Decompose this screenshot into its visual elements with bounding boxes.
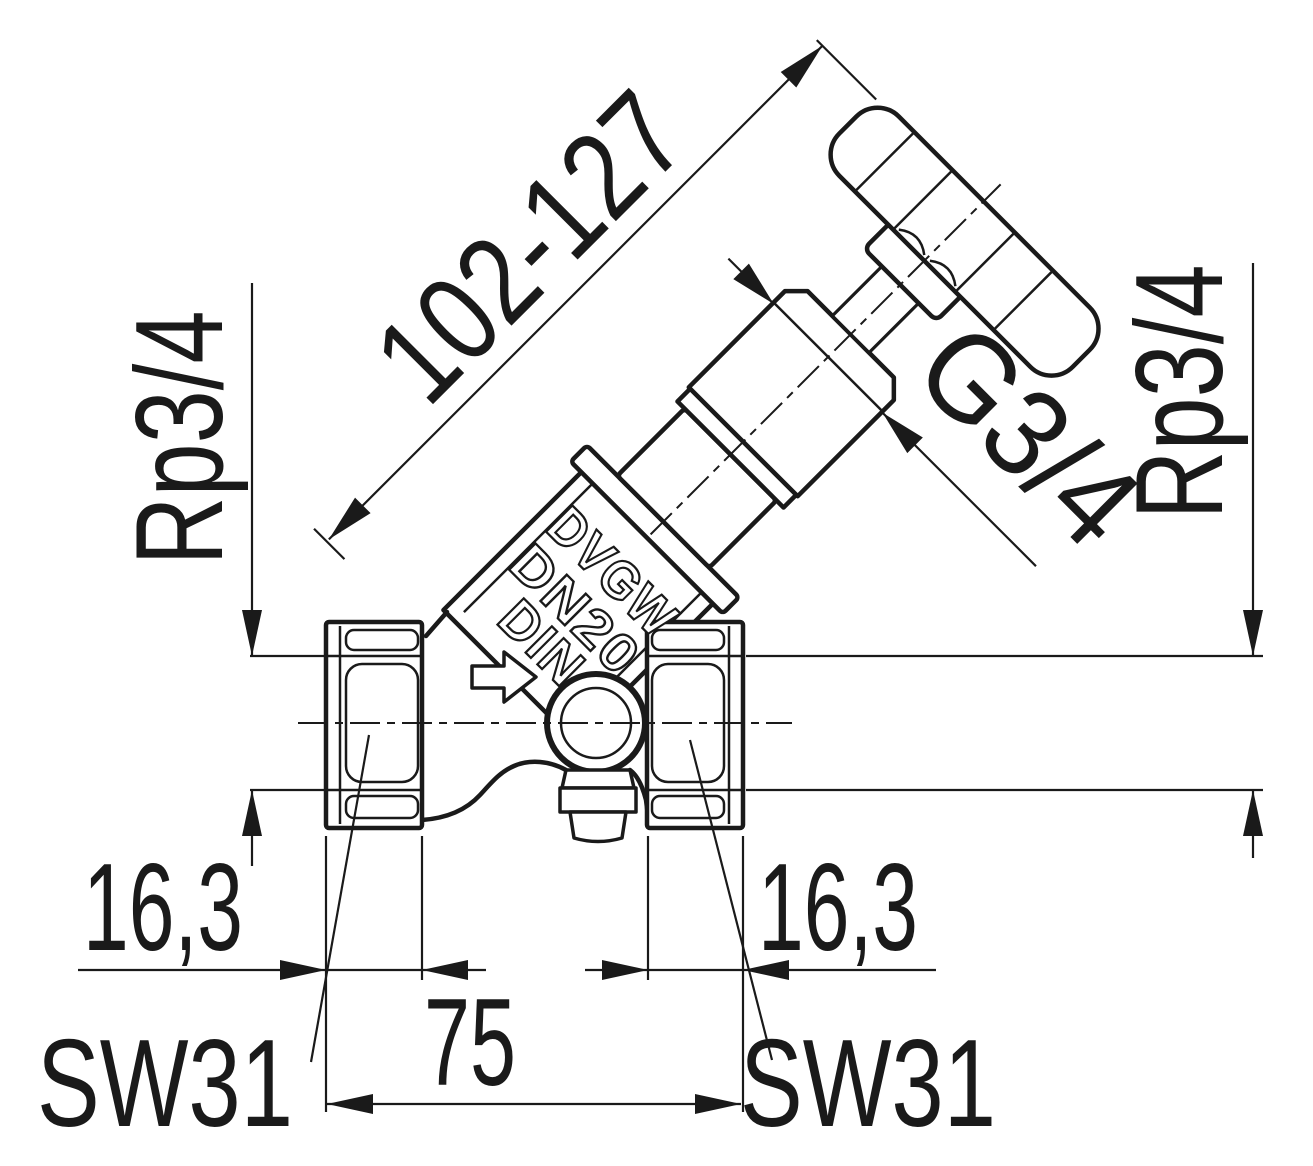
handwheel-spoke-line-3 <box>955 232 1015 292</box>
left-hex-length-label: 16,3 <box>83 839 243 977</box>
drain-nipple-band <box>558 786 638 814</box>
left-wrench-leader <box>309 734 371 1063</box>
neck-chamfer-top <box>463 482 594 614</box>
handwheel-spoke-line-1 <box>855 132 914 191</box>
handwheel-spoke-line-4 <box>994 271 1053 330</box>
right-hex-chamfer-top <box>650 628 726 652</box>
outlet-thread-dimension: Rp3/4 <box>746 263 1263 858</box>
wrench-size-callouts: SW31 SW31 <box>37 734 996 1153</box>
outlet-thread-label: Rp3/4 <box>1111 265 1249 520</box>
handwheel <box>828 105 1101 378</box>
height-ext-tick-low <box>313 527 346 560</box>
left-hexlen-arrow-out <box>422 960 468 980</box>
outlet-arrow-up <box>1243 790 1263 836</box>
left-hex-length-dimension: 16,3 <box>78 836 486 1112</box>
height-ext-tick-high <box>815 39 877 101</box>
right-wrench-leader <box>688 739 774 1061</box>
g34-arrow-upper <box>733 263 774 304</box>
right-hex-length-label: 16,3 <box>758 839 918 977</box>
body-bottom-left <box>419 759 569 823</box>
body-edge-left <box>423 609 450 639</box>
inlet-arrow-up <box>242 790 262 836</box>
right-hex-port <box>644 619 746 831</box>
handwheel-spoke-line-2 <box>893 170 953 230</box>
ftf-arrow-right <box>695 1094 741 1114</box>
right-hexlen-arrow-out <box>743 960 789 980</box>
handwheel-hub-curve-1 <box>898 228 926 256</box>
handwheel-hub-curve-2 <box>929 259 957 287</box>
inlet-arrow-down <box>242 610 262 656</box>
left-hexlen-arrow-in <box>280 960 326 980</box>
ftf-arrow-left <box>327 1094 373 1114</box>
left-wrench-size-label: SW31 <box>37 1015 293 1153</box>
height-range-label: 102-127 <box>349 66 712 429</box>
outlet-arrow-down <box>1243 610 1263 656</box>
inlet-thread-dimension: Rp3/4 <box>111 283 325 866</box>
right-wrench-size-label: SW31 <box>740 1015 996 1153</box>
flow-direction-arrow-icon <box>470 650 538 704</box>
left-hex-chamfer-bottom <box>344 794 420 820</box>
face-to-face-dimension: 75 <box>327 974 741 1114</box>
face-to-face-label: 75 <box>424 974 516 1112</box>
spindle-centerline <box>649 183 1002 536</box>
drain-nipple-tip <box>568 810 628 844</box>
right-hexlen-arrow-in <box>602 960 648 980</box>
right-hex-chamfer-bottom <box>650 794 726 820</box>
height-arrow-left <box>328 497 371 540</box>
left-hex-chamfer-top <box>344 628 420 652</box>
height-arrow-right <box>780 45 823 88</box>
g34-arrow-lower <box>882 412 923 454</box>
height-dim-line <box>328 45 824 541</box>
drain-nipple-collar <box>560 768 636 790</box>
inlet-thread-label: Rp3/4 <box>111 311 249 566</box>
left-hex-port <box>323 619 425 831</box>
right-hex-length-dimension: 16,3 <box>585 836 936 1112</box>
